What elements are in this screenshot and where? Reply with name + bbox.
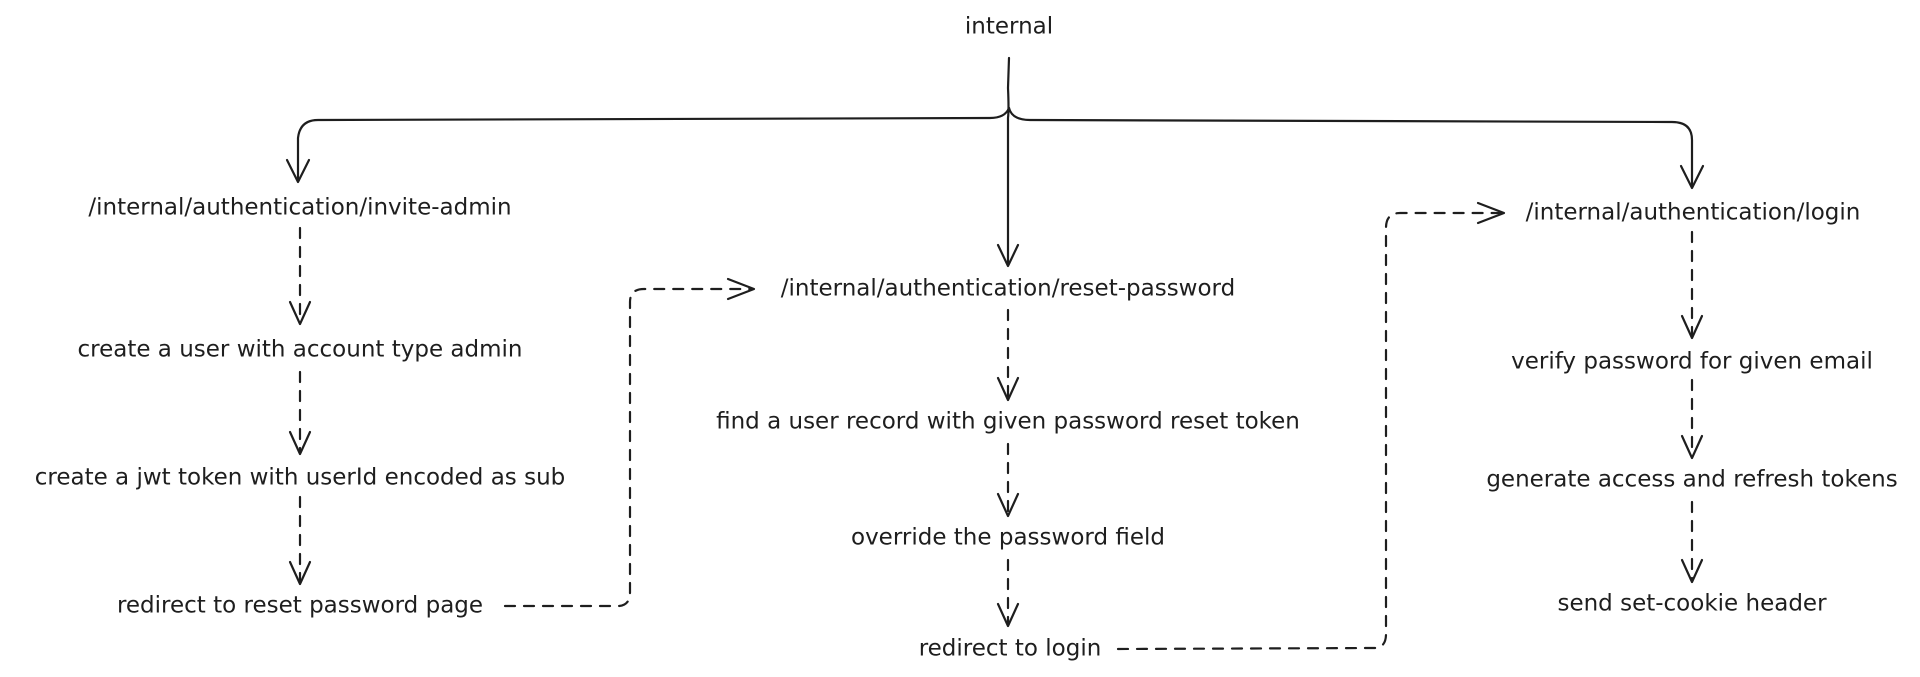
reset-password-step-override: override the password field bbox=[851, 525, 1165, 551]
arrowhead-left-step3 bbox=[288, 560, 312, 586]
arrowhead-to-reset-password bbox=[726, 277, 756, 301]
reset-password-step-find-user: find a user record with given password r… bbox=[716, 409, 1300, 435]
edge-root-to-invite-admin bbox=[296, 106, 1011, 182]
edge-redirect-reset-to-reset-password bbox=[503, 287, 754, 608]
arrowhead-left-step1 bbox=[288, 300, 312, 326]
root-node-label: internal bbox=[965, 14, 1053, 40]
arrowhead-reset-password bbox=[996, 243, 1020, 268]
arrowhead-mid-step2 bbox=[996, 492, 1020, 518]
arrowhead-right-step1 bbox=[1680, 314, 1704, 340]
invite-admin-endpoint-label: /internal/authentication/invite-admin bbox=[88, 195, 511, 221]
arrowhead-mid-step1 bbox=[996, 376, 1020, 402]
login-endpoint-label: /internal/authentication/login bbox=[1526, 200, 1861, 226]
login-step-verify-password: verify password for given email bbox=[1511, 349, 1873, 375]
reset-password-endpoint-label: /internal/authentication/reset-password bbox=[781, 276, 1235, 302]
login-step-generate-tokens: generate access and refresh tokens bbox=[1486, 467, 1897, 493]
nodes: internal /internal/authentication/invite… bbox=[35, 14, 1898, 662]
arrowhead-login bbox=[1679, 164, 1705, 190]
edge-root-to-login bbox=[1007, 106, 1694, 188]
arrowhead-right-step3 bbox=[1680, 558, 1704, 584]
arrowhead-to-login bbox=[1476, 201, 1506, 225]
invite-admin-step-create-jwt: create a jwt token with userId encoded a… bbox=[35, 465, 566, 491]
arrowhead-mid-step3 bbox=[996, 602, 1020, 628]
edge-redirect-login-to-login bbox=[1116, 211, 1504, 651]
edges bbox=[285, 56, 1705, 651]
invite-admin-step-redirect-reset: redirect to reset password page bbox=[117, 593, 483, 619]
edge-root-to-reset-password bbox=[1006, 56, 1011, 267]
arrowhead-right-step2 bbox=[1680, 434, 1704, 460]
reset-password-step-redirect-login: redirect to login bbox=[919, 636, 1102, 662]
arrowhead-left-step2 bbox=[288, 430, 312, 456]
login-step-set-cookie: send set-cookie header bbox=[1557, 591, 1827, 617]
arrowhead-invite-admin bbox=[285, 158, 311, 184]
invite-admin-step-create-user: create a user with account type admin bbox=[77, 337, 522, 363]
